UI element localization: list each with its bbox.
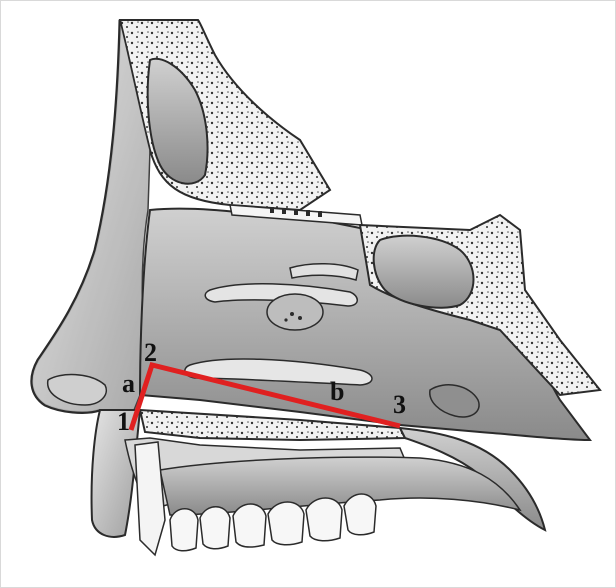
nose-soft-tissue — [32, 20, 150, 420]
label-point-1: 1 — [117, 407, 130, 436]
label-point-3: 3 — [393, 390, 406, 419]
label-point-2: 2 — [144, 338, 157, 367]
sinus-ostium — [267, 294, 323, 330]
label-segment-a: a — [122, 369, 135, 398]
label-segment-b: b — [330, 377, 344, 406]
